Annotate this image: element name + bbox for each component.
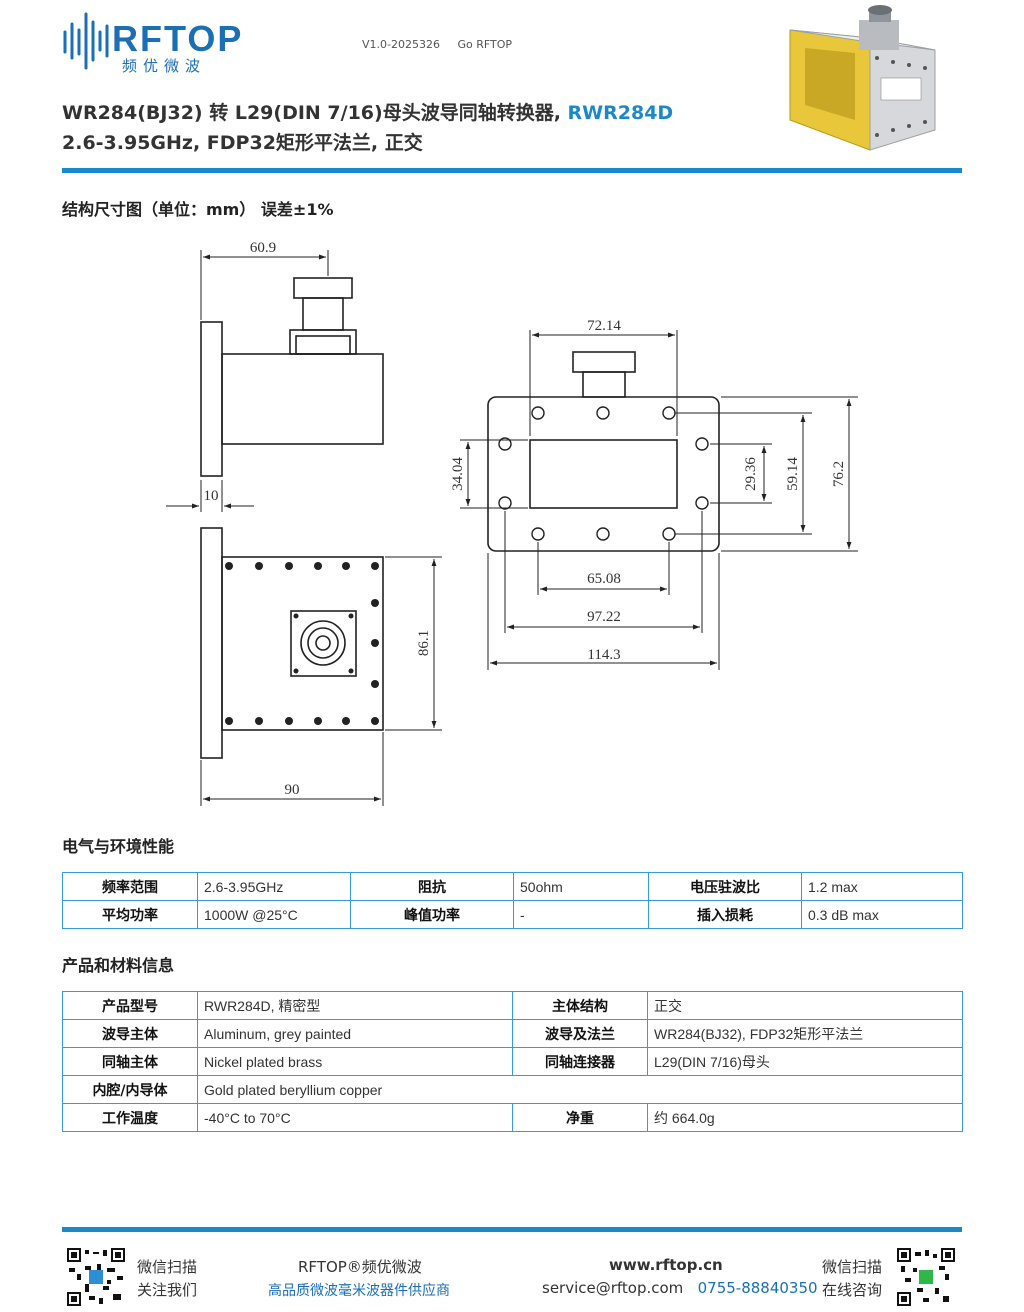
table-cell: 约 664.0g xyxy=(647,1103,963,1132)
table-cell: 2.6-3.95GHz xyxy=(197,872,351,901)
table-cell: RWR284D, 精密型 xyxy=(197,991,513,1020)
table-cell: L29(DIN 7/16)母头 xyxy=(647,1047,963,1076)
table-cell: 1000W @25°C xyxy=(197,900,351,929)
footer-website[interactable]: www.rftop.cn xyxy=(609,1256,723,1274)
dim-flange-thk: 10 xyxy=(204,488,219,504)
header-divider xyxy=(62,168,962,173)
table-row: 内腔/内导体 Gold plated beryllium copper xyxy=(62,1075,963,1104)
logo-text: RFTOP xyxy=(112,18,244,59)
dim-side-width: 60.9 xyxy=(250,240,276,256)
table-cell: 同轴主体 xyxy=(62,1047,198,1076)
page-subtitle: 2.6-3.95GHz, FDP32矩形平法兰, 正交 xyxy=(62,132,423,154)
dim-hole-v1: 29.36 xyxy=(743,457,759,491)
table-cell: 50ohm xyxy=(513,872,649,901)
dim-outer-w: 114.3 xyxy=(587,647,620,663)
drawing-section-title: 结构尺寸图（单位：mm） 误差±1% xyxy=(62,200,334,219)
table-cell: -40°C to 70°C xyxy=(197,1103,513,1132)
product-image xyxy=(789,5,936,151)
table-row: 产品型号 RWR284D, 精密型 主体结构 正交 xyxy=(62,991,963,1020)
table-row: 频率范围 2.6-3.95GHz 阻抗 50ohm 电压驻波比 1.2 max xyxy=(62,872,963,901)
follow-us-label: 关注我们 xyxy=(137,1281,198,1299)
table-cell: 波导主体 xyxy=(62,1019,198,1048)
title-model: RWR284D xyxy=(567,102,674,124)
table-cell: 阻抗 xyxy=(350,872,514,901)
table-cell: 产品型号 xyxy=(62,991,198,1020)
page-title: WR284(BJ32) 转 L29(DIN 7/16)母头波导同轴转换器, RW… xyxy=(62,98,673,125)
table-cell: 净重 xyxy=(512,1103,648,1132)
table-cell: Gold plated beryllium copper xyxy=(197,1075,963,1104)
table-cell: 主体结构 xyxy=(512,991,648,1020)
table-cell: 0.3 dB max xyxy=(801,900,963,929)
table-cell: 正交 xyxy=(647,991,963,1020)
table-cell: Aluminum, grey painted xyxy=(197,1019,513,1048)
dim-front-width: 72.14 xyxy=(587,318,621,334)
logo-wave-icon xyxy=(63,12,109,70)
product-section-title: 产品和材料信息 xyxy=(62,956,175,975)
footer-brand: RFTOP®频优微波 xyxy=(298,1258,422,1276)
dim-hole-h1: 65.08 xyxy=(587,571,621,587)
title-main: WR284(BJ32) 转 L29(DIN 7/16)母头波导同轴转换器, xyxy=(62,102,568,124)
logo-cn: 频优微波 xyxy=(122,57,207,75)
dim-inner-h: 34.04 xyxy=(450,457,466,491)
table-cell: 频率范围 xyxy=(62,872,198,901)
table-cell: 峰值功率 xyxy=(350,900,514,929)
dim-bottom-w: 90 xyxy=(285,782,300,798)
table-cell: 平均功率 xyxy=(62,900,198,929)
footer-divider xyxy=(62,1227,962,1232)
qr-code-follow-icon xyxy=(67,1248,125,1306)
table-cell: 内腔/内导体 xyxy=(62,1075,198,1104)
tagline: Go RFTOP xyxy=(457,38,513,51)
wechat-scan-label-2: 微信扫描 xyxy=(822,1258,883,1276)
table-cell: 电压驻波比 xyxy=(648,872,802,901)
version: V1.0-2025326 xyxy=(362,38,440,51)
qr-code-consult-icon xyxy=(897,1248,955,1306)
table-row: 工作温度 -40°C to 70°C 净重 约 664.0g xyxy=(62,1103,963,1132)
table-cell: 波导及法兰 xyxy=(512,1019,648,1048)
dimension-drawing: 60.9 10 72.14 34.04 29.36 59.14 76.2 65.… xyxy=(166,240,858,806)
table-row: 平均功率 1000W @25°C 峰值功率 - 插入损耗 0.3 dB max xyxy=(62,900,963,929)
footer-slogan: 高品质微波毫米波器件供应商 xyxy=(268,1283,450,1299)
dim-outer-h: 76.2 xyxy=(831,461,847,487)
table-cell: 同轴连接器 xyxy=(512,1047,648,1076)
table-cell: 1.2 max xyxy=(801,872,963,901)
table-row: 波导主体 Aluminum, grey painted 波导及法兰 WR284(… xyxy=(62,1019,963,1048)
dim-bottom-h: 86.1 xyxy=(416,630,432,656)
version-line: V1.0-2025326 Go RFTOP xyxy=(362,38,512,51)
product-table: 产品型号 RWR284D, 精密型 主体结构 正交 波导主体 Aluminum,… xyxy=(62,991,963,1132)
table-cell: 插入损耗 xyxy=(648,900,802,929)
dim-hole-v2: 59.14 xyxy=(785,457,801,491)
footer-phone[interactable]: 0755-88840350 xyxy=(697,1279,818,1297)
electrical-section-title: 电气与环境性能 xyxy=(62,837,175,856)
footer-email[interactable]: service@rftop.com xyxy=(542,1279,684,1297)
consult-label: 在线咨询 xyxy=(822,1281,883,1299)
footer-contact: service@rftop.com 0755-88840350 xyxy=(542,1279,818,1297)
wechat-scan-label: 微信扫描 xyxy=(137,1258,198,1276)
table-row: 同轴主体 Nickel plated brass 同轴连接器 L29(DIN 7… xyxy=(62,1047,963,1076)
table-cell: Nickel plated brass xyxy=(197,1047,513,1076)
dim-hole-h2: 97.22 xyxy=(587,609,621,625)
electrical-table: 频率范围 2.6-3.95GHz 阻抗 50ohm 电压驻波比 1.2 max … xyxy=(62,872,963,929)
table-cell: WR284(BJ32), FDP32矩形平法兰 xyxy=(647,1019,963,1048)
table-cell: 工作温度 xyxy=(62,1103,198,1132)
logo xyxy=(62,6,272,76)
table-cell: - xyxy=(513,900,649,929)
